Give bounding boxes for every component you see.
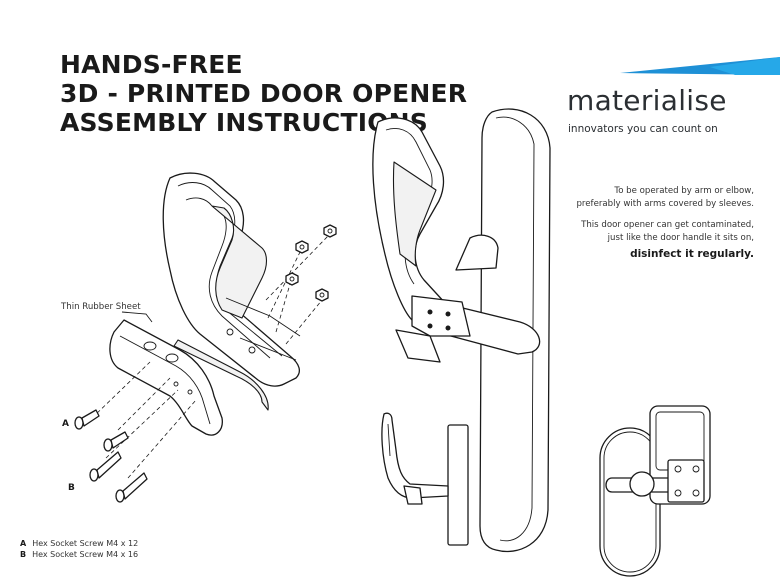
title-line-1: HANDS-FREE: [60, 50, 243, 79]
side-view-drawing: [381, 412, 469, 546]
rubber-sheet-label: Thin Rubber Sheet: [61, 302, 141, 312]
legend-key-b: B: [20, 550, 27, 559]
caution-emphasis: disinfect it regularly.: [630, 248, 754, 260]
legend-item-a: A Hex Socket Screw M4 x 12: [20, 538, 138, 549]
legend-text-b: Hex Socket Screw M4 x 16: [32, 550, 139, 559]
usage-instructions: To be operated by arm or elbow, preferab…: [514, 185, 754, 269]
legend-key-a: A: [20, 539, 27, 548]
brand-logo: materialise innovators you can count on: [560, 55, 780, 145]
caution-line-1: This door opener can get contaminated,: [581, 220, 754, 230]
page-title: HANDS-FREE 3D - PRINTED DOOR OPENER ASSE…: [60, 50, 467, 137]
assembled-view-drawing: [372, 108, 551, 553]
brand-tagline: innovators you can count on: [568, 123, 718, 135]
caution-line-2: just like the door handle it sits on,: [607, 233, 754, 243]
operate-line-2: preferably with arms covered by sleeves.: [576, 199, 754, 209]
title-line-2: 3D - PRINTED DOOR OPENER: [60, 79, 468, 108]
screw-group: [74, 361, 197, 503]
title-line-3: ASSEMBLY INSTRUCTIONS: [60, 108, 429, 137]
legend-item-b: B Hex Socket Screw M4 x 16: [20, 549, 138, 560]
exploded-view-drawing: [74, 172, 337, 503]
brand-accent-swoosh-icon: [620, 57, 780, 75]
callout-b-label: B: [68, 483, 75, 493]
operate-note: To be operated by arm or elbow, preferab…: [514, 185, 754, 211]
brand-name: materialise: [567, 84, 727, 117]
callout-a-label: A: [62, 419, 69, 429]
front-view-drawing: [599, 405, 711, 577]
parts-legend: A Hex Socket Screw M4 x 12 B Hex Socket Sc…: [20, 538, 138, 560]
caution-note: This door opener can get contaminated, j…: [514, 219, 754, 261]
operate-line-1: To be operated by arm or elbow,: [614, 186, 754, 196]
legend-text-a: Hex Socket Screw M4 x 12: [32, 539, 139, 548]
hex-nut-group: [265, 224, 337, 345]
